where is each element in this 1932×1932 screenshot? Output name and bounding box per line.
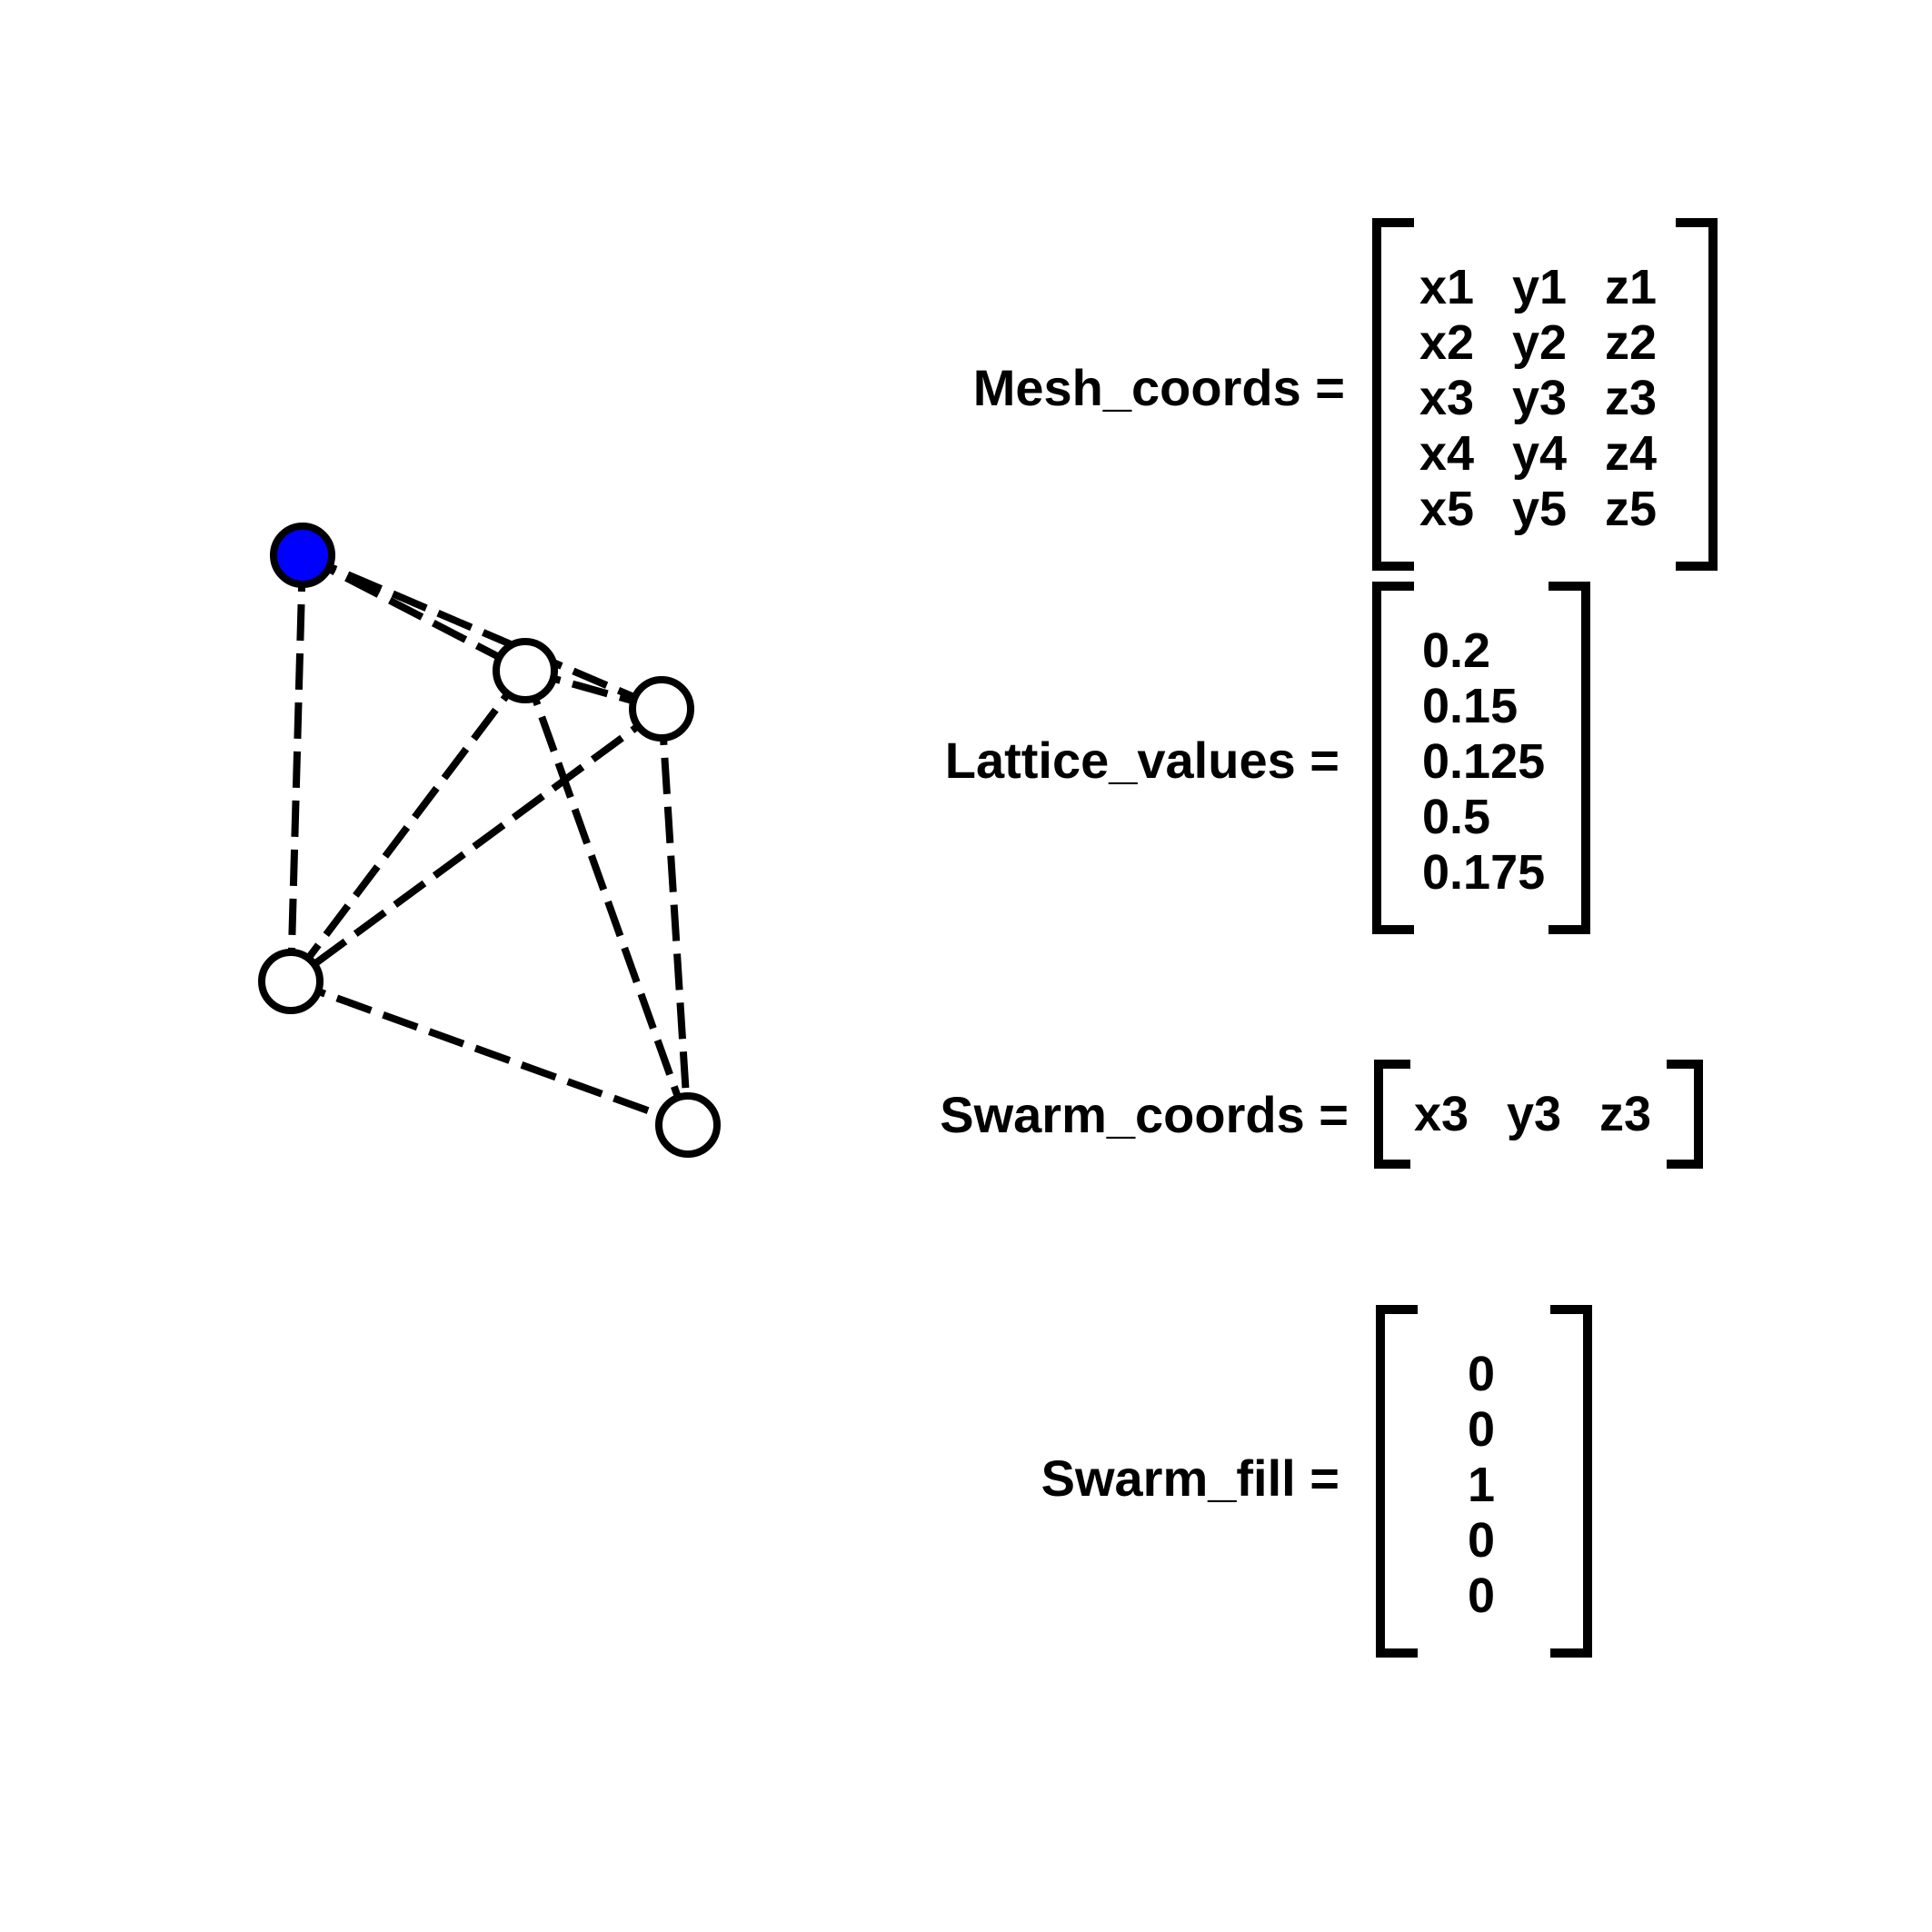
swarm-fill-cell: 0 xyxy=(1467,1347,1496,1401)
mesh-coords-row: x4 y4 z4 xyxy=(1419,426,1687,482)
lattice-values-cell: 0.2 xyxy=(1422,623,1491,678)
mesh-coords-right-bracket xyxy=(1676,218,1718,571)
swarm-fill-row: 0 xyxy=(1454,1347,1509,1402)
swarm-fill-cell: 1 xyxy=(1467,1458,1496,1512)
mesh-coords-cell: x4 xyxy=(1419,426,1475,481)
mesh-coords-label: Mesh_coords = xyxy=(972,359,1345,416)
lattice-values-label: Lattice_values = xyxy=(944,732,1339,789)
graph-edge-n4-n5 xyxy=(289,978,690,1129)
mesh-coords-cell: y2 xyxy=(1512,315,1568,370)
mesh-coords-matrix: x1 y1 z1 x2 y2 z2 x3 y3 z3 x4 y4 z4 x5 y5 z5 xyxy=(1419,260,1687,537)
lattice-values-row: 0.5 xyxy=(1422,790,1586,845)
mesh-coords-cell: x2 xyxy=(1419,315,1475,370)
mesh-coords-cell: y5 xyxy=(1512,482,1568,536)
swarm-fill-cell: 0 xyxy=(1467,1569,1496,1623)
graph-edge-n3-n5 xyxy=(658,708,692,1126)
graph-edge-n2-n5 xyxy=(522,669,692,1127)
graph-node-n4 xyxy=(258,949,324,1014)
swarm-fill-label: Swarm_fill = xyxy=(1041,1449,1339,1507)
lattice-values-cell: 0.175 xyxy=(1422,845,1546,900)
graph-node-n5 xyxy=(655,1092,721,1158)
mesh-coords-cell: x1 xyxy=(1419,260,1475,314)
mesh-coords-cell: z5 xyxy=(1605,482,1658,536)
mesh-coords-row: x1 y1 z1 xyxy=(1419,260,1687,315)
lattice-values-right-bracket xyxy=(1549,582,1590,934)
mesh-coords-left-bracket xyxy=(1372,218,1414,571)
graph-node-n1 xyxy=(270,523,335,588)
mesh-coords-cell: y1 xyxy=(1512,260,1568,314)
swarm-fill-row: 1 xyxy=(1454,1458,1509,1513)
swarm-fill-row: 0 xyxy=(1454,1513,1509,1569)
swarm-coords-right-bracket xyxy=(1667,1060,1703,1169)
swarm-fill-row: 0 xyxy=(1454,1402,1509,1458)
graph-nodes xyxy=(258,523,721,1158)
mesh-coords-cell: z3 xyxy=(1605,371,1658,425)
mesh-coords-row: x3 y3 z3 xyxy=(1419,371,1687,426)
swarm-coords-cell: x3 xyxy=(1414,1087,1469,1141)
graph-edge-n1-n2 xyxy=(301,552,527,674)
mesh-coords-cell: z2 xyxy=(1605,315,1658,370)
graph-node-n2 xyxy=(493,638,558,703)
mesh-coords-cell: z1 xyxy=(1605,260,1658,314)
lattice-values-cell: 0.5 xyxy=(1422,790,1491,844)
mesh-coords-cell: x3 xyxy=(1419,371,1475,425)
mesh-coords-cell: x5 xyxy=(1419,482,1475,536)
swarm-fill-right-bracket xyxy=(1550,1305,1592,1658)
swarm-coords-cell: y3 xyxy=(1507,1087,1562,1141)
swarm-coords-left-bracket xyxy=(1374,1060,1410,1169)
lattice-values-row: 0.125 xyxy=(1422,734,1586,790)
mesh-coords-cell: z4 xyxy=(1605,426,1658,481)
graph-node-n3 xyxy=(629,676,694,742)
swarm-coords-label: Swarm_coords = xyxy=(940,1086,1349,1143)
swarm-coords-cell: z3 xyxy=(1599,1087,1652,1141)
mesh-coords-row: x2 y2 z2 xyxy=(1419,315,1687,371)
swarm-coords-row: x3 y3 z3 xyxy=(1414,1087,1681,1142)
swarm-coords-matrix: x3 y3 z3 xyxy=(1414,1087,1681,1142)
swarm-fill-cell: 0 xyxy=(1467,1402,1496,1457)
lattice-values-row: 0.175 xyxy=(1422,845,1586,901)
graph-edge-n1-n3 xyxy=(301,552,663,712)
mesh-coords-row: x5 y5 z5 xyxy=(1419,482,1687,537)
lattice-values-cell: 0.125 xyxy=(1422,734,1546,789)
lattice-values-cell: 0.15 xyxy=(1422,679,1519,733)
mesh-coords-cell: y4 xyxy=(1512,426,1568,481)
graph-edge-n2-n4 xyxy=(287,668,529,984)
swarm-fill-row: 0 xyxy=(1454,1569,1509,1624)
mesh-coords-cell: y3 xyxy=(1512,371,1568,425)
lattice-values-row: 0.2 xyxy=(1422,623,1586,679)
mesh-graph xyxy=(258,523,721,1158)
graph-edge-n1-n4 xyxy=(287,554,306,982)
lattice-values-row: 0.15 xyxy=(1422,679,1586,734)
graph-edges xyxy=(287,552,692,1129)
lattice-values-left-bracket xyxy=(1372,582,1414,934)
swarm-fill-cell: 0 xyxy=(1467,1513,1496,1568)
graph-edge-n3-n4 xyxy=(288,705,664,985)
swarm-fill-left-bracket xyxy=(1376,1305,1418,1658)
